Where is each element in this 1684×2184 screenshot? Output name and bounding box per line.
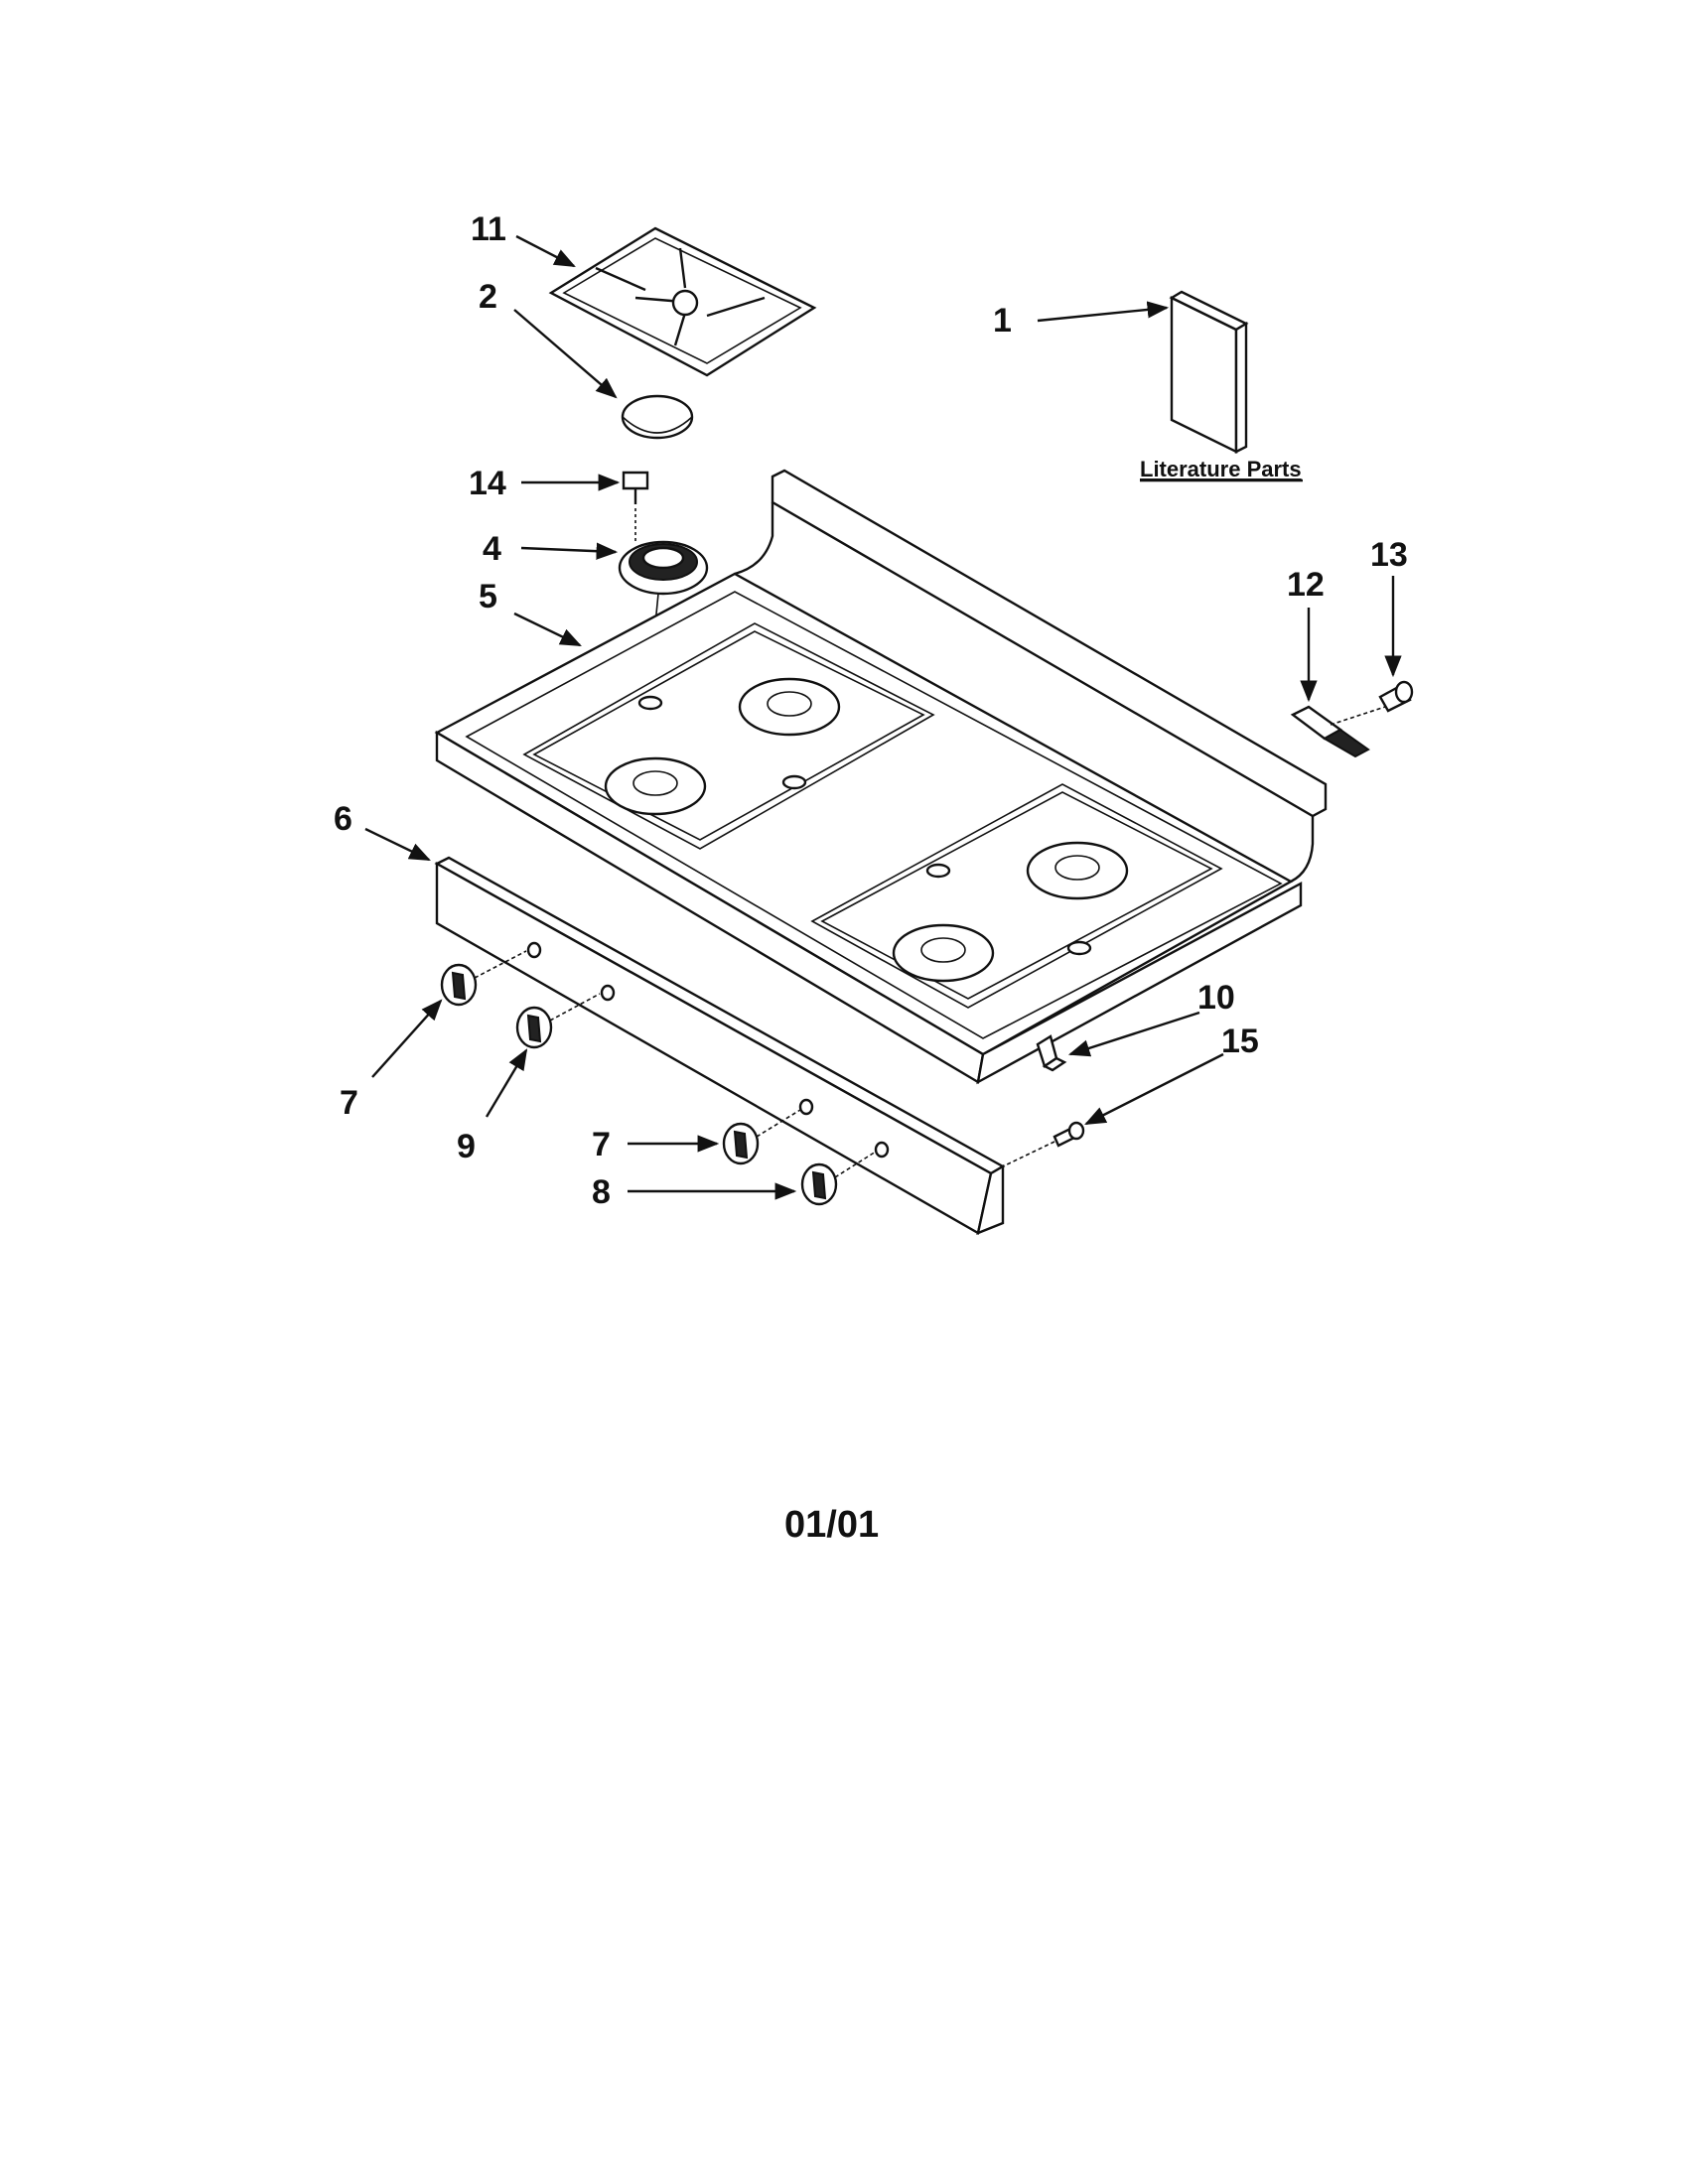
callout-5: 5 xyxy=(479,578,497,615)
knob-part-7b xyxy=(722,1109,801,1165)
knob-part-8 xyxy=(800,1151,877,1206)
callout-10: 10 xyxy=(1197,979,1235,1017)
callout-2: 2 xyxy=(479,278,497,316)
callout-8: 8 xyxy=(592,1173,611,1211)
burner-base-part xyxy=(618,540,709,706)
leader-arrows xyxy=(364,234,1402,1200)
literature-parts-label: Literature Parts xyxy=(1140,457,1302,481)
page-code: 01/01 xyxy=(784,1504,879,1546)
callout-7b: 7 xyxy=(592,1126,611,1163)
callout-9: 9 xyxy=(457,1128,476,1165)
control-panel-part xyxy=(434,856,1006,1235)
callout-15: 15 xyxy=(1221,1023,1259,1060)
callout-6: 6 xyxy=(334,800,352,838)
callout-7a: 7 xyxy=(340,1084,358,1122)
screw-part-14 xyxy=(622,471,649,541)
callout-11: 11 xyxy=(471,210,506,248)
cooktop-main-part xyxy=(434,469,1328,1085)
callout-4: 4 xyxy=(483,530,501,568)
clip-part-10 xyxy=(1036,1034,1067,1072)
burner-cap-part xyxy=(621,394,694,440)
callout-labels: 11 2 1 14 4 5 6 7 9 7 8 10 15 12 13 xyxy=(334,210,1408,1211)
burner-grate-part xyxy=(548,226,817,377)
callout-13: 13 xyxy=(1370,536,1408,574)
literature-booklet-part xyxy=(1169,290,1249,454)
ignitor-bracket-part xyxy=(1290,705,1386,758)
callout-1: 1 xyxy=(993,302,1012,340)
callout-14: 14 xyxy=(469,465,506,502)
screw-part-13 xyxy=(1378,680,1414,713)
knob-part-9 xyxy=(515,993,601,1049)
screw-part-15 xyxy=(1002,1121,1085,1167)
callout-12: 12 xyxy=(1287,566,1325,604)
knob-part-7a xyxy=(440,950,527,1007)
